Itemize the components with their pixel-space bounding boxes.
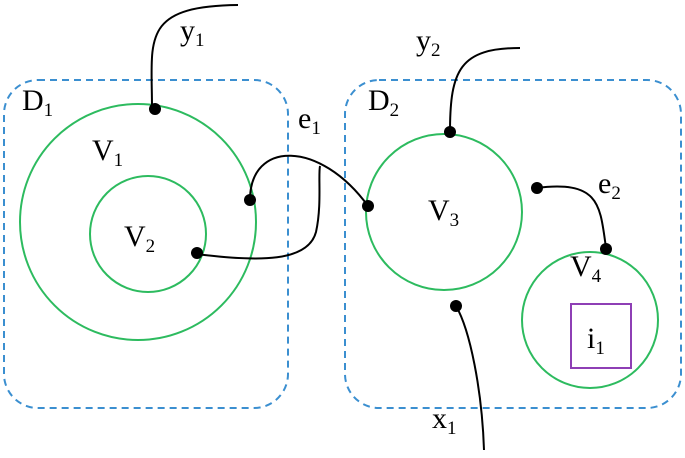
node-x1-v3 <box>450 300 462 312</box>
label-v3: V3 <box>428 194 459 231</box>
edge-e1-wire-lower <box>195 165 321 260</box>
node-y2-v3 <box>444 126 456 138</box>
label-y1: y1 <box>180 14 205 51</box>
region-d1-box <box>3 79 289 409</box>
inner-box-i1 <box>570 303 632 369</box>
label-d1: D1 <box>22 84 53 121</box>
label-v2: V2 <box>124 220 155 257</box>
port-x1-wire <box>455 305 485 451</box>
label-d2: D2 <box>368 84 399 121</box>
label-e2: e2 <box>598 167 621 204</box>
vertex-v1-circle <box>19 103 257 341</box>
port-y1-wire <box>150 4 239 109</box>
node-e1-v1 <box>244 194 256 206</box>
label-y2: y2 <box>416 24 441 61</box>
label-v1: V1 <box>92 134 123 171</box>
port-y2-wire <box>449 47 521 133</box>
node-e1-v3 <box>362 200 374 212</box>
vertex-v4-circle <box>521 251 659 389</box>
vertex-v3-circle <box>365 133 523 291</box>
label-e1: e1 <box>298 102 321 139</box>
label-i1: i1 <box>587 322 605 359</box>
edge-e1-wire-upper <box>249 154 369 207</box>
node-e2-v3 <box>531 182 543 194</box>
region-d2-box <box>344 79 682 409</box>
edge-e2-wire <box>535 185 607 249</box>
node-e1-v2 <box>191 247 203 259</box>
vertex-v2-circle <box>89 175 207 293</box>
label-x1: x1 <box>432 402 457 439</box>
label-v4: V4 <box>570 250 602 287</box>
node-y1-v1 <box>149 103 161 115</box>
node-e2-v4 <box>600 243 612 255</box>
